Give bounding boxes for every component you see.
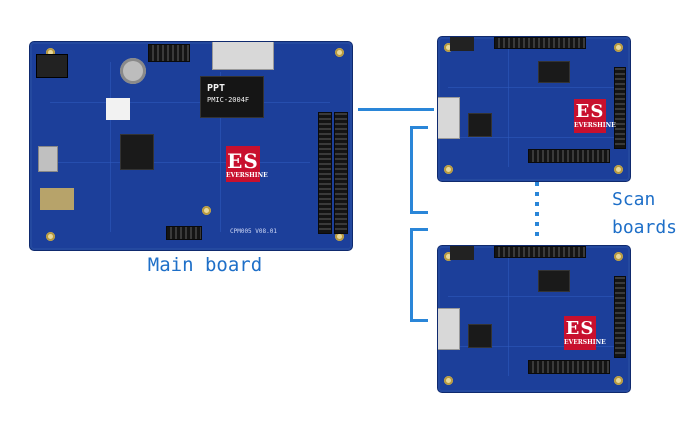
scan-board-image: ES EVERSHINE [438,246,630,392]
bracket-line [410,126,428,129]
scan-board-image: ES EVERSHINE [438,37,630,181]
terminal-block [450,246,474,260]
transformer-chip: PPT PMIC-2004F [200,76,264,118]
bracket-line [410,319,428,322]
terminal-block [450,37,474,51]
connection-line [358,108,434,111]
bracket-line [410,211,428,214]
cpu-chip [120,134,154,170]
es-logo: ES EVERSHINE [226,146,268,182]
ethernet-port [212,42,274,70]
es-logo: ES EVERSHINE [574,99,616,133]
bracket-line [410,228,428,231]
main-board-label: Main board [147,254,263,276]
coin-battery [120,58,146,84]
scan-boards-label: Scan boards [612,189,678,238]
es-logo: ES EVERSHINE [564,316,606,350]
terminal-block [36,54,68,78]
ethernet-port [438,308,460,350]
ethernet-port [438,97,460,139]
main-board-image: PPT PMIC-2004F ES EVERSHINE CPM005 V08.0… [30,42,352,250]
output-header [318,112,332,234]
bracket-line [410,228,413,322]
output-header [334,112,348,234]
bracket-line [410,126,413,214]
